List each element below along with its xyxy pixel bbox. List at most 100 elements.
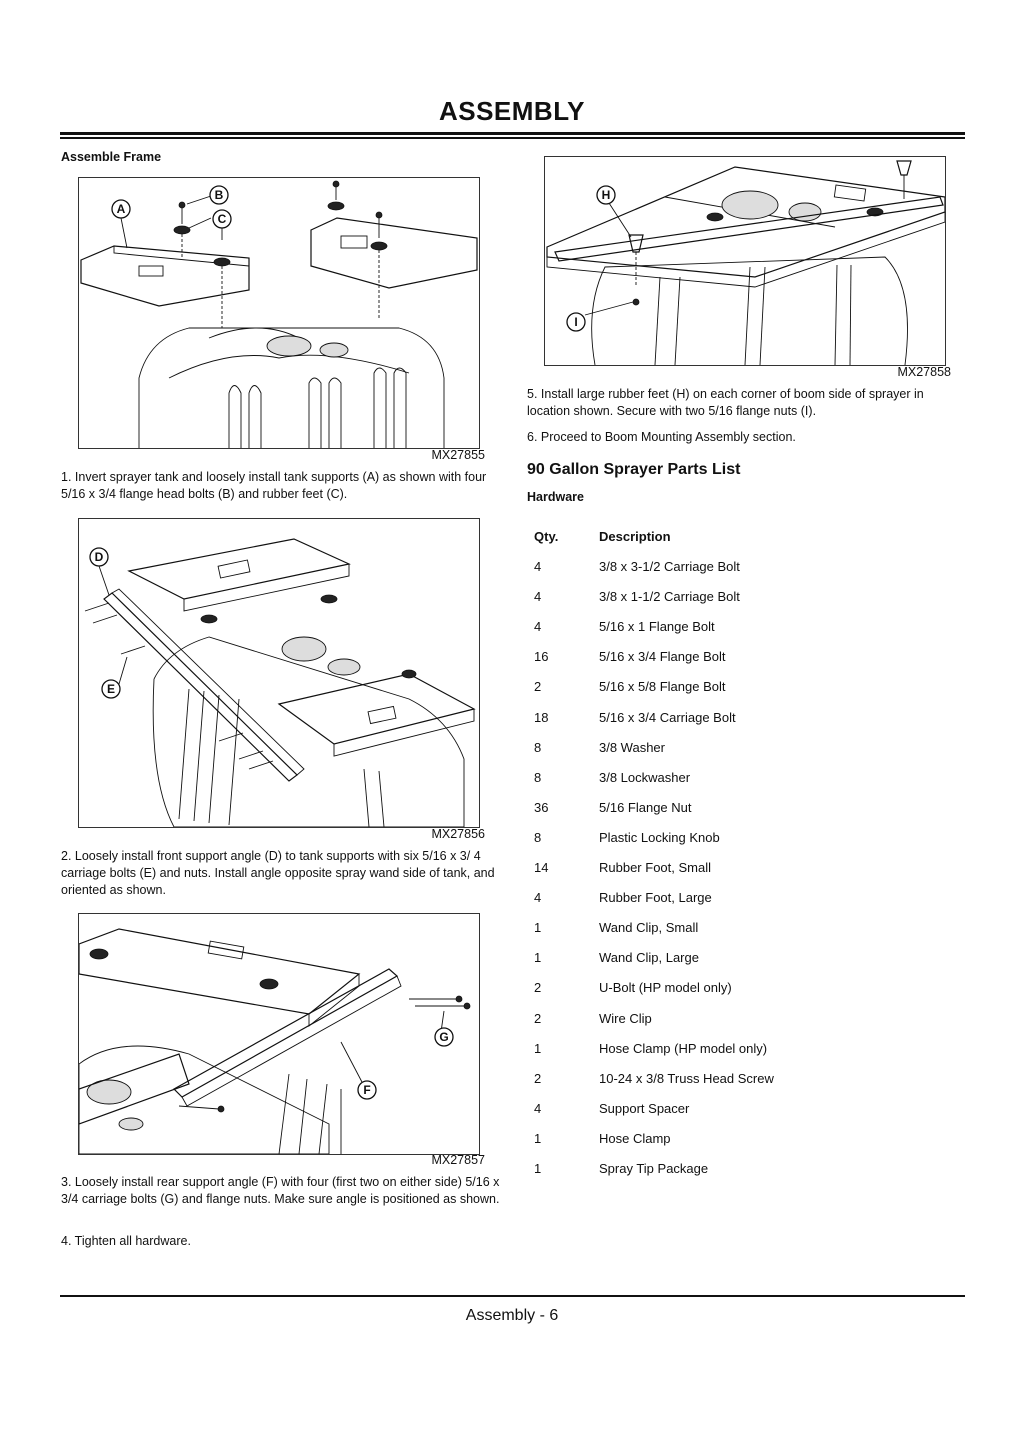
part-description: 3/8 x 3-1/2 Carriage Bolt xyxy=(599,559,740,574)
part-description: 3/8 Washer xyxy=(599,739,665,755)
part-description: Wand Clip, Large xyxy=(599,950,699,966)
parts-table-header: Qty. Description xyxy=(534,529,934,559)
figure-large-rubber-feet: H I xyxy=(544,156,946,366)
step-3-text: 3. Loosely install rear support angle (F… xyxy=(61,1175,500,1206)
parts-table-row: 4 3/8 x 3-1/2 Carriage Bolt xyxy=(534,559,934,589)
part-qty: 2 xyxy=(534,1070,542,1086)
step-4-text: 4. Tighten all hardware. xyxy=(61,1234,191,1248)
callout-h: H xyxy=(596,185,616,205)
part-qty: 1 xyxy=(534,920,542,936)
part-description: Hose Clamp xyxy=(599,1130,671,1146)
figure-tank-supports: A B C xyxy=(78,177,480,449)
callout-f: F xyxy=(357,1080,377,1100)
parts-table-row: 8 3/8 Lockwasher xyxy=(534,770,934,800)
step-5-text: 5. Install large rubber feet (H) on each… xyxy=(527,387,924,418)
part-qty: 2 xyxy=(534,679,542,695)
footer-rule xyxy=(60,1295,965,1297)
part-qty: 4 xyxy=(534,890,542,906)
part-description: 3/8 Lockwasher xyxy=(599,769,691,785)
parts-table-row: 4 Rubber Foot, Large xyxy=(534,890,934,920)
parts-table-row: 18 5/16 x 3/4 Carriage Bolt xyxy=(534,710,934,740)
part-qty: 8 xyxy=(534,769,542,785)
part-qty: 18 xyxy=(534,709,549,725)
step-2-text: 2. Loosely install front support angle (… xyxy=(61,849,495,897)
part-description: 10-24 x 3/8 Truss Head Screw xyxy=(599,1070,774,1086)
description-header: Description xyxy=(599,529,671,544)
part-description: Spray Tip Package xyxy=(599,1161,709,1176)
figure-code: MX27857 xyxy=(431,1153,485,1167)
part-description: 5/16 x 3/4 Flange Bolt xyxy=(599,649,726,665)
part-qty: 1 xyxy=(534,1040,542,1056)
part-description: Rubber Foot, Large xyxy=(599,890,712,906)
part-description: U-Bolt (HP model only) xyxy=(599,980,732,996)
part-description: Support Spacer xyxy=(599,1100,690,1116)
part-description: Rubber Foot, Small xyxy=(599,860,711,875)
figure-front-support-angle: D E xyxy=(78,518,480,828)
parts-table-row: 1 Wand Clip, Large xyxy=(534,950,934,980)
parts-table-row: 4 Support Spacer xyxy=(534,1101,934,1131)
parts-list-title: 90 Gallon Sprayer Parts List xyxy=(527,461,741,478)
page-footer: Assembly - 6 xyxy=(465,1307,559,1324)
figure-rear-support-angle: G F xyxy=(78,913,480,1155)
part-qty: 4 xyxy=(534,589,542,605)
part-description: 5/16 x 3/4 Carriage Bolt xyxy=(599,709,736,725)
part-qty: 1 xyxy=(534,950,542,966)
svg-text:D: D xyxy=(95,550,104,564)
part-description: 3/8 x 1-1/2 Carriage Bolt xyxy=(599,589,740,605)
parts-table-row: 4 3/8 x 1-1/2 Carriage Bolt xyxy=(534,589,934,619)
parts-table-row: 4 5/16 x 1 Flange Bolt xyxy=(534,619,934,649)
svg-text:C: C xyxy=(218,212,227,226)
svg-text:F: F xyxy=(363,1083,370,1097)
section-heading: Assemble Frame xyxy=(61,150,162,164)
qty-header: Qty. xyxy=(534,529,559,544)
parts-table-row: 1 Hose Clamp xyxy=(534,1131,934,1161)
parts-list-subheading: Hardware xyxy=(527,490,584,504)
svg-text:A: A xyxy=(117,202,126,216)
part-qty: 36 xyxy=(534,799,549,815)
callout-c: C xyxy=(212,209,232,229)
parts-table-row: 2 10-24 x 3/8 Truss Head Screw xyxy=(534,1071,934,1101)
part-qty: 1 xyxy=(534,1130,542,1146)
header-rule-thin xyxy=(60,137,965,139)
callout-e: E xyxy=(101,679,121,699)
callout-b: B xyxy=(209,185,229,205)
part-qty: 2 xyxy=(534,1010,542,1026)
svg-text:E: E xyxy=(107,682,115,696)
page-title: ASSEMBLY xyxy=(438,96,586,126)
part-description: 5/16 Flange Nut xyxy=(599,799,692,815)
part-qty: 16 xyxy=(534,649,549,665)
callout-d: D xyxy=(89,547,109,567)
parts-table-row: 2 Wire Clip xyxy=(534,1011,934,1041)
figure-code: MX27856 xyxy=(431,827,485,841)
parts-table-row: 8 3/8 Washer xyxy=(534,740,934,770)
part-qty: 8 xyxy=(534,739,542,755)
callout-i: I xyxy=(566,312,586,332)
step-6-text: 6. Proceed to Boom Mounting Assembly sec… xyxy=(527,430,796,444)
figure-code: MX27858 xyxy=(897,365,951,379)
part-qty: 4 xyxy=(534,619,542,635)
header-rule xyxy=(60,132,965,135)
svg-text:G: G xyxy=(439,1030,448,1044)
svg-text:H: H xyxy=(602,188,611,202)
step-1-text: 1. Invert sprayer tank and loosely insta… xyxy=(61,470,487,501)
part-description: 5/16 x 5/8 Flange Bolt xyxy=(599,679,726,695)
part-description: Wand Clip, Small xyxy=(599,920,699,936)
svg-text:B: B xyxy=(215,188,224,202)
part-description: Hose Clamp (HP model only) xyxy=(599,1040,768,1056)
part-qty: 1 xyxy=(534,1161,542,1176)
part-qty: 8 xyxy=(534,829,542,845)
part-description: Wire Clip xyxy=(599,1010,652,1026)
parts-table-row: 16 5/16 x 3/4 Flange Bolt xyxy=(534,649,934,679)
part-qty: 4 xyxy=(534,1100,542,1116)
parts-table-row: 36 5/16 Flange Nut xyxy=(534,800,934,830)
part-qty: 4 xyxy=(534,559,542,574)
part-qty: 2 xyxy=(534,980,542,996)
parts-table-row: 1 Spray Tip Package xyxy=(534,1161,934,1191)
callout-g: G xyxy=(434,1027,454,1047)
figure-code: MX27855 xyxy=(431,448,485,462)
parts-table-row: 1 Hose Clamp (HP model only) xyxy=(534,1041,934,1071)
part-description: 5/16 x 1 Flange Bolt xyxy=(599,619,715,635)
parts-table-row: 2 5/16 x 5/8 Flange Bolt xyxy=(534,679,934,709)
